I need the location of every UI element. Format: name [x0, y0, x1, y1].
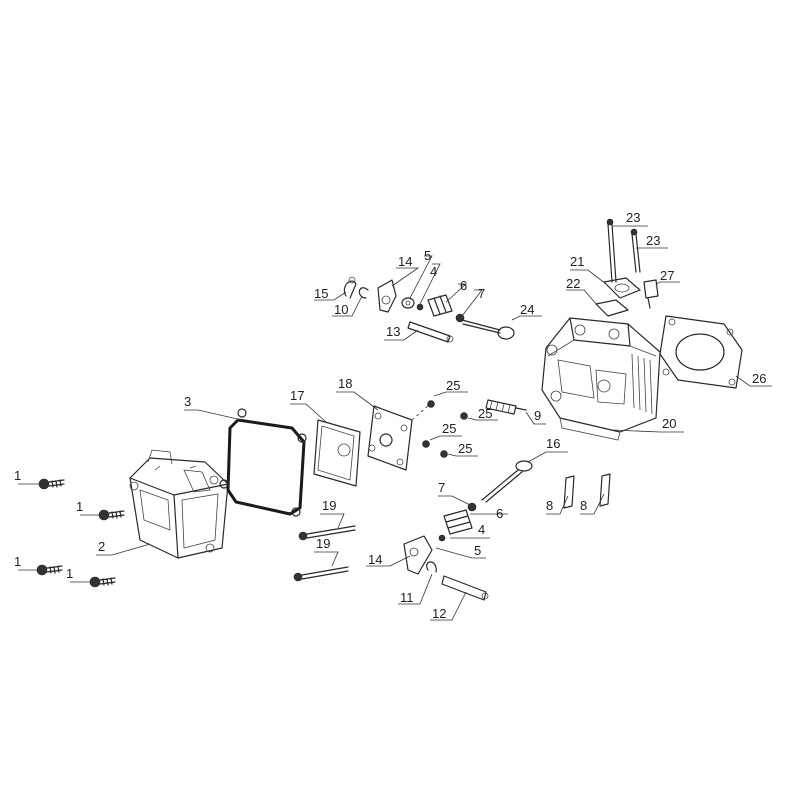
rocker-clip-upper	[343, 276, 357, 299]
rocker-arm-upper	[377, 279, 397, 313]
long-stud	[298, 525, 356, 541]
callout-label: 25	[442, 421, 456, 436]
rocker-arm-lower	[403, 535, 433, 575]
cylinder-head-cover	[129, 449, 229, 559]
callout-label: 20	[662, 416, 676, 431]
callout-label: 14	[368, 552, 382, 567]
intake-flange	[603, 277, 641, 299]
spring-seat-lower	[438, 534, 446, 542]
callout-label: 16	[546, 436, 560, 451]
callout-label: 12	[432, 606, 446, 621]
small-bolt	[422, 440, 430, 448]
spark-plug	[485, 399, 527, 415]
bolt-part	[38, 478, 65, 490]
small-bolt	[427, 400, 435, 408]
small-bolt	[460, 412, 468, 420]
cover-gasket	[219, 408, 307, 517]
dowel-pin	[599, 473, 611, 507]
callout-label: 21	[570, 254, 584, 269]
bolt-part	[98, 509, 125, 521]
callout-label: 15	[314, 286, 328, 301]
rocker-shaft-upper	[407, 321, 454, 343]
temp-sensor	[643, 279, 659, 309]
callout-label: 25	[478, 406, 492, 421]
rocker-shaft-lower	[441, 575, 489, 601]
callout-label: 8	[546, 498, 553, 513]
callout-label: 7	[438, 480, 445, 495]
callout-label: 3	[184, 394, 191, 409]
callout-label: 14	[398, 254, 412, 269]
valve-spring-lower	[443, 509, 473, 535]
callout-label: 25	[446, 378, 460, 393]
washer-upper	[401, 297, 415, 309]
callout-label: 1	[14, 468, 21, 483]
intake-valve	[481, 460, 533, 503]
callout-label: 8	[580, 498, 587, 513]
circlip-lower	[426, 561, 437, 573]
stud-top	[606, 218, 617, 283]
callout-label: 10	[334, 302, 348, 317]
callout-label: 26	[752, 371, 766, 386]
small-bolt	[440, 450, 448, 458]
callout-label: 24	[520, 302, 534, 317]
callout-label: 1	[76, 499, 83, 514]
callout-label: 25	[458, 441, 472, 456]
stud-top	[630, 228, 641, 273]
callout-label: 9	[534, 408, 541, 423]
callout-label: 2	[98, 539, 105, 554]
circlip-upper	[358, 287, 369, 299]
cam-plate	[367, 403, 431, 471]
valve-cotter-upper	[416, 303, 424, 311]
dowel-pin	[563, 475, 575, 509]
callout-label: 17	[290, 388, 304, 403]
callout-label: 6	[460, 278, 467, 293]
exhaust-valve	[461, 319, 515, 340]
callout-label: 1	[66, 566, 73, 581]
callout-label: 4	[478, 522, 485, 537]
callout-label: 22	[566, 276, 580, 291]
callout-label: 23	[646, 233, 660, 248]
long-stud	[293, 566, 349, 582]
callout-label: 5	[424, 248, 431, 263]
callout-label: 19	[316, 536, 330, 551]
plate-gasket	[313, 419, 361, 487]
cylinder-head	[541, 317, 661, 441]
intake-gasket	[595, 299, 629, 317]
callout-label: 27	[660, 268, 674, 283]
bolt-part	[89, 576, 116, 588]
callout-label: 4	[430, 264, 437, 279]
callout-label: 13	[386, 324, 400, 339]
callout-layer: 1 1 1 1 2 3 4 4 5 5 6 6 7 7	[14, 210, 772, 621]
cylinder-gasket	[659, 315, 743, 389]
callout-label: 5	[474, 543, 481, 558]
callout-label: 11	[400, 590, 414, 605]
callout-label: 19	[322, 498, 336, 513]
callout-label: 7	[478, 286, 485, 301]
bolt-part	[36, 564, 63, 576]
callout-label: 18	[338, 376, 352, 391]
callout-label: 23	[626, 210, 640, 225]
callout-label: 1	[14, 554, 21, 569]
callout-label: 6	[496, 506, 503, 521]
valve-spring-upper	[427, 294, 453, 317]
